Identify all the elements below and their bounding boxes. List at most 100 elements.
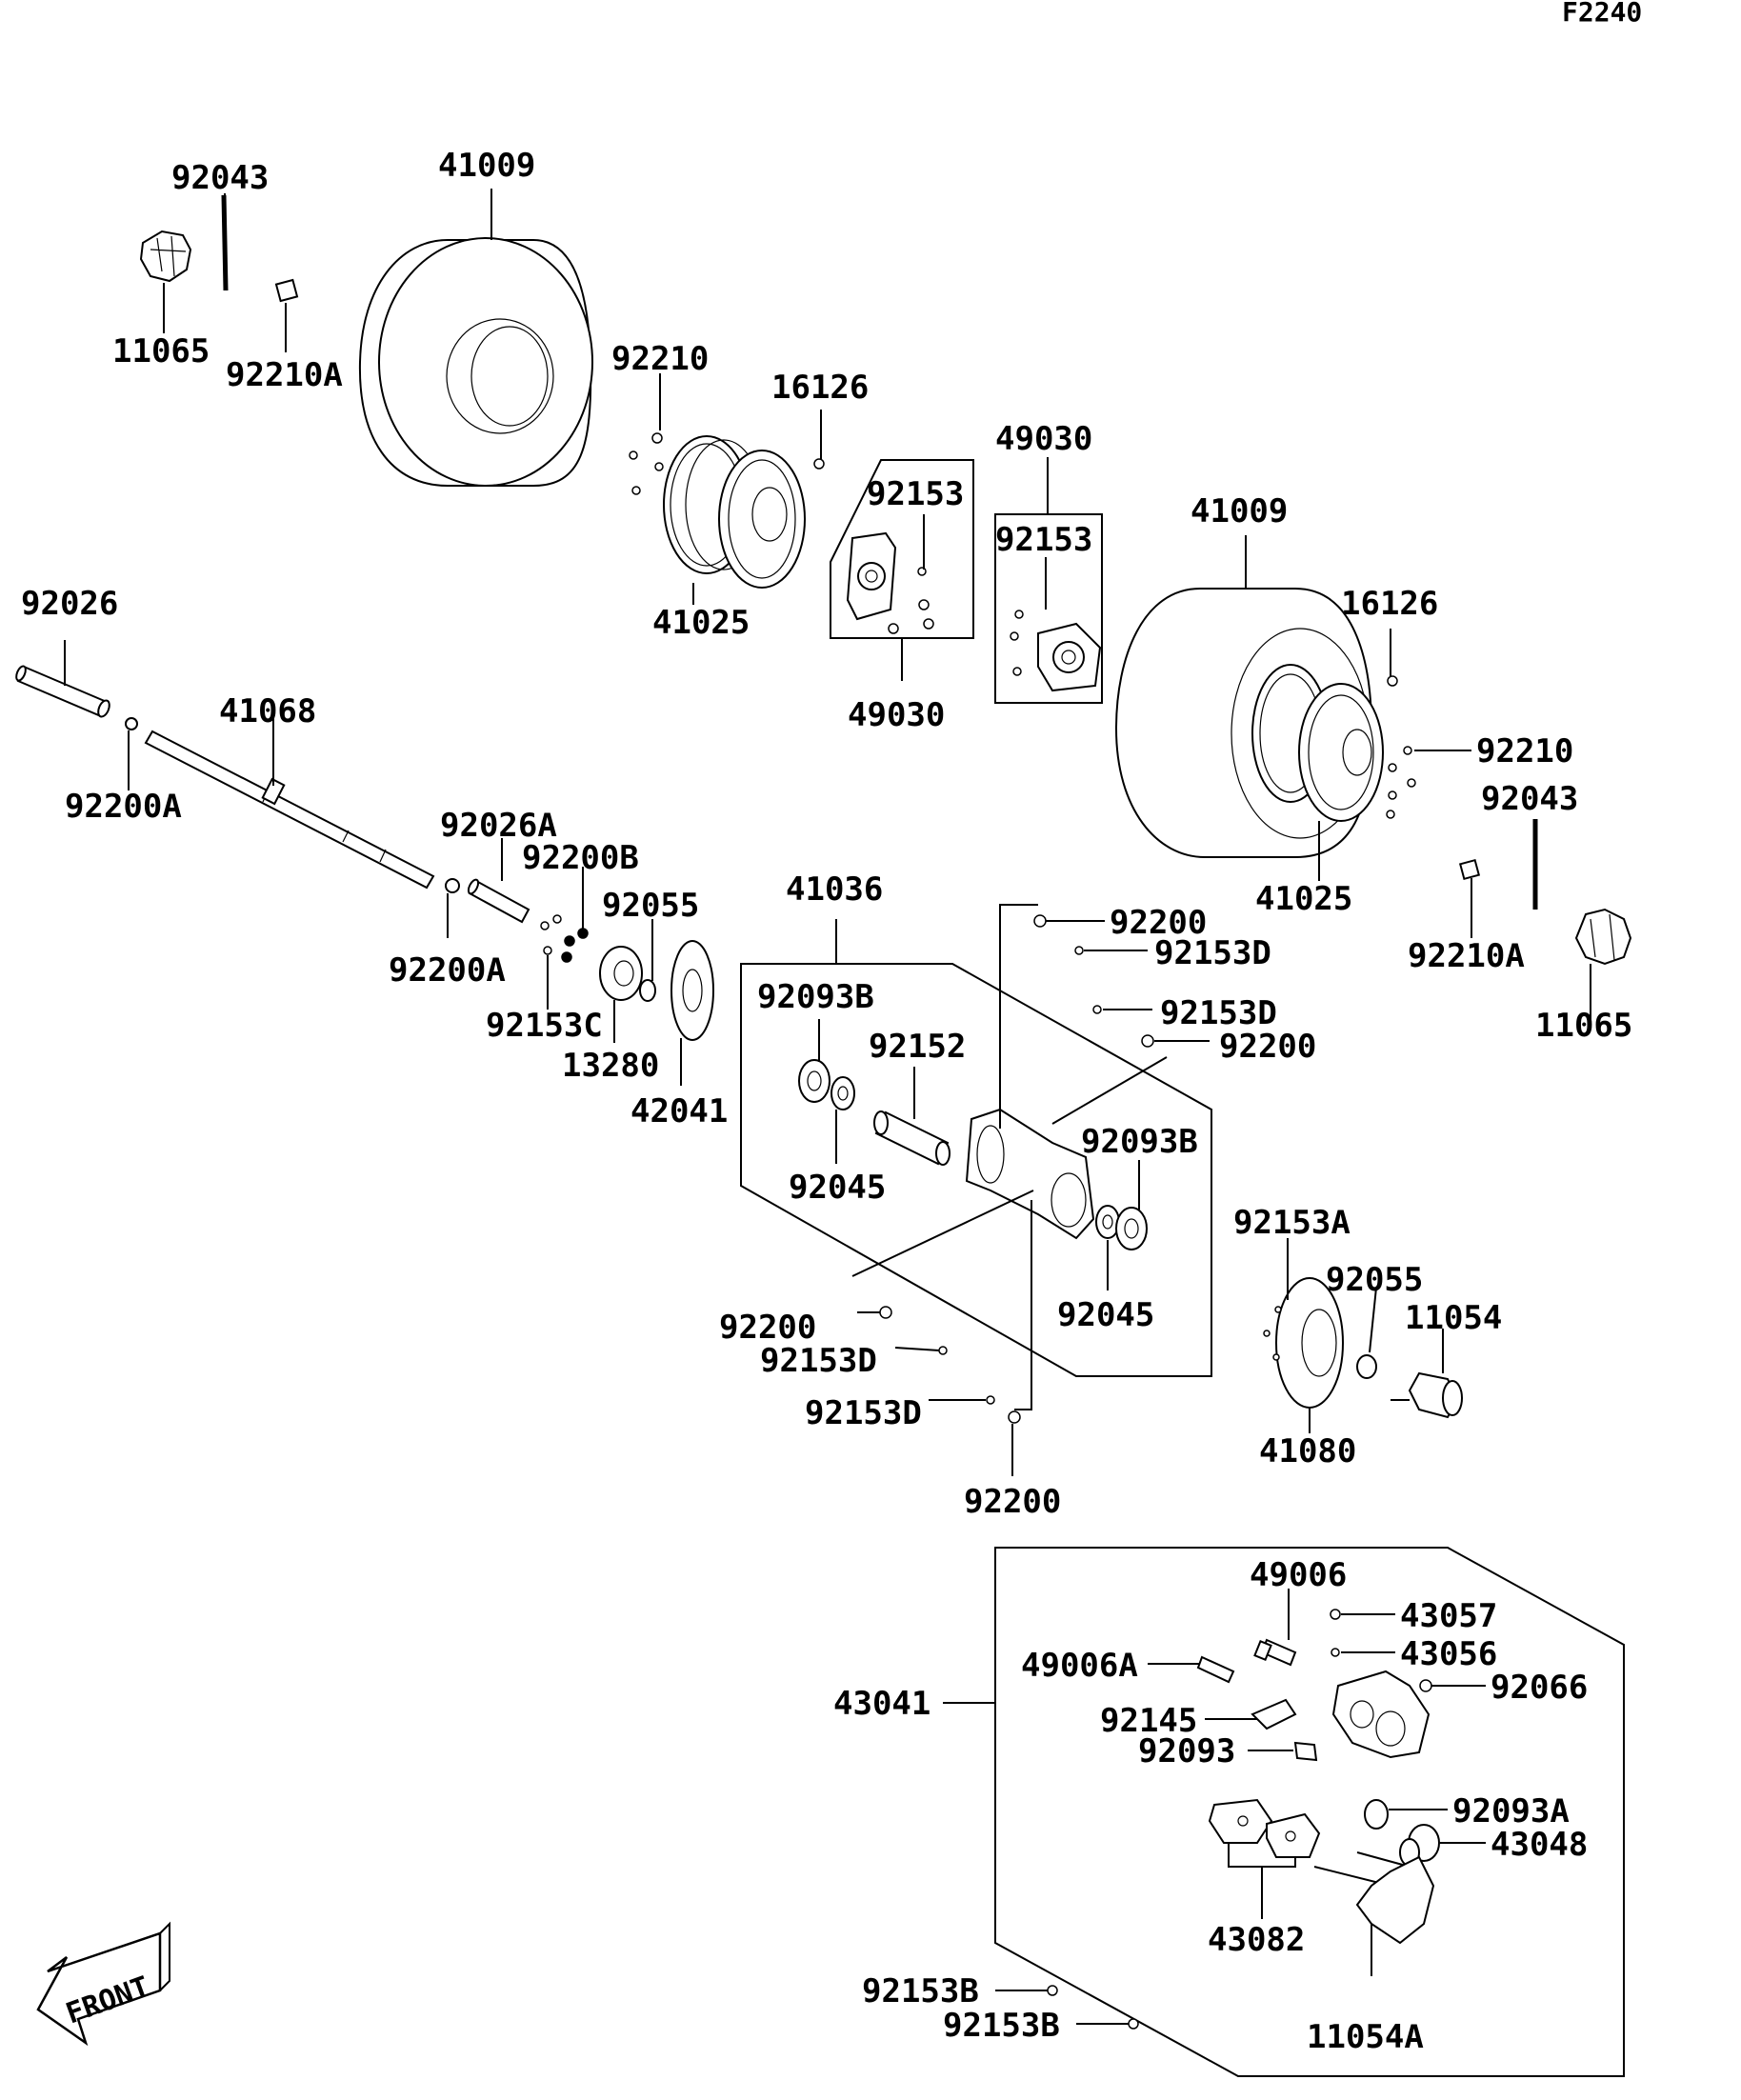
hub-cap-11065-left [139,230,192,283]
label-92153-left: 92153 [867,475,964,513]
seal-92055-lower [1356,1354,1377,1379]
bolt-92066 [1419,1679,1432,1692]
label-49006A: 49006A [1021,1647,1138,1685]
rim-41025-upper [663,435,806,589]
label-92200-d: 92200 [964,1483,1061,1521]
front-arrow-icon: FRONT [36,1921,170,2047]
hub-49030-right [1010,610,1102,692]
bolt-92153B-a [1047,1985,1058,1996]
label-11065-right: 11065 [1535,1007,1632,1045]
hub-49030-left [846,531,934,634]
brake-pads-43082 [1208,1798,1321,1858]
bolt-92153D-d [986,1395,995,1405]
seal-92093A [1364,1799,1389,1830]
label-92093: 92093 [1138,1732,1235,1770]
valve-16126-lower [1387,629,1398,687]
label-43041: 43041 [833,1685,931,1723]
washer-92200A-right [445,878,460,893]
label-43056: 43056 [1400,1635,1497,1673]
label-11054A: 11054A [1307,2018,1424,2056]
label-92153A: 92153A [1233,1204,1351,1242]
label-92210A-right: 92210A [1408,937,1525,975]
bearing-92045-left [830,1076,855,1110]
label-11054: 11054 [1405,1299,1502,1337]
label-92200A-left: 92200A [65,788,182,826]
label-92055-upper: 92055 [602,887,699,925]
bearing-92093B-left [798,1059,830,1103]
nut-92210A-left [274,278,299,303]
bolt-92153D-a [1074,946,1084,955]
label-92026: 92026 [21,585,118,623]
nut-92200-c [879,1306,892,1319]
tire-41009-upper [358,237,593,487]
lug-nuts-92210-upper [629,432,664,495]
bracket-line-mid [1051,1056,1168,1125]
label-92055-lower: 92055 [1326,1261,1423,1299]
label-92200B: 92200B [522,839,639,877]
hub-cap-11065-right [1574,908,1632,966]
nut-92200-a [1033,914,1047,928]
nut-92200-d [1008,1410,1021,1424]
label-41068: 41068 [219,692,316,730]
sprocket-42041 [670,940,714,1041]
label-92153D-b: 92153D [1160,994,1277,1032]
label-92153C: 92153C [486,1007,603,1045]
washer-92200A-left [125,717,138,730]
label-41009-lower: 41009 [1191,492,1288,530]
bracket-line-lower-a [851,1190,1034,1277]
label-49030-bottom: 49030 [848,696,945,734]
label-41025-upper: 41025 [652,604,750,642]
label-49006: 49006 [1250,1556,1347,1594]
label-92200-c: 92200 [719,1309,816,1347]
label-11065-left: 11065 [112,332,210,370]
lug-nuts-92210-lower [1386,746,1416,819]
label-43048: 43048 [1491,1826,1588,1864]
label-43057: 43057 [1400,1597,1497,1635]
label-92152: 92152 [869,1028,966,1066]
caliper-box-43041 [994,1547,1625,2077]
label-92045-left: 92045 [789,1169,886,1207]
label-92045-right: 92045 [1057,1296,1154,1334]
label-92043-left: 92043 [171,159,269,197]
sensor-11054 [1391,1371,1463,1419]
bracket-11054A [1313,1851,1435,1945]
label-92066: 92066 [1491,1669,1588,1707]
label-92153B-b: 92153B [943,2007,1060,2045]
bolts-92200B-92153C [540,914,589,963]
bolt-92153B-b [1128,2018,1139,2030]
axle-shaft-41068 [144,730,435,890]
pin-49006 [1253,1638,1297,1667]
nut-92210A-right [1458,858,1481,881]
label-92200-a: 92200 [1110,904,1207,942]
label-92210-upper: 92210 [611,340,709,378]
bracket-line-lower-b [1014,1200,1032,1410]
label-92153D-d: 92153D [805,1394,922,1432]
bleeder-43057 [1330,1609,1341,1620]
label-92200-b: 92200 [1219,1028,1316,1066]
diagram-code: F2240 [1562,0,1642,28]
cap-43056 [1331,1648,1340,1657]
clip-92093 [1293,1741,1318,1762]
label-92093B-left: 92093B [757,978,874,1016]
label-41036: 41036 [786,870,883,909]
bolt-92153D-c [938,1346,948,1355]
label-41080: 41080 [1259,1432,1356,1470]
spring-92145 [1251,1698,1297,1730]
label-92153D-a: 92153D [1154,934,1271,972]
label-92153-right: 92153 [995,521,1092,559]
valve-16126-upper [813,410,825,470]
axle-housing-41036 [965,1108,1095,1240]
caliper-body [1331,1670,1431,1759]
label-92200A-right: 92200A [389,951,506,990]
label-49030-top: 49030 [995,420,1092,458]
pin-49006A [1196,1655,1235,1684]
label-92026A: 92026A [440,807,557,845]
seal-92055-upper [639,979,656,1002]
label-92210-lower: 92210 [1476,732,1573,770]
label-41009-upper: 41009 [438,147,535,185]
bolt-92153D-b [1092,1005,1102,1014]
label-92153B-a: 92153B [862,1972,979,2010]
label-43082: 43082 [1208,1921,1305,1959]
bracket-line-upper [999,904,1038,1129]
